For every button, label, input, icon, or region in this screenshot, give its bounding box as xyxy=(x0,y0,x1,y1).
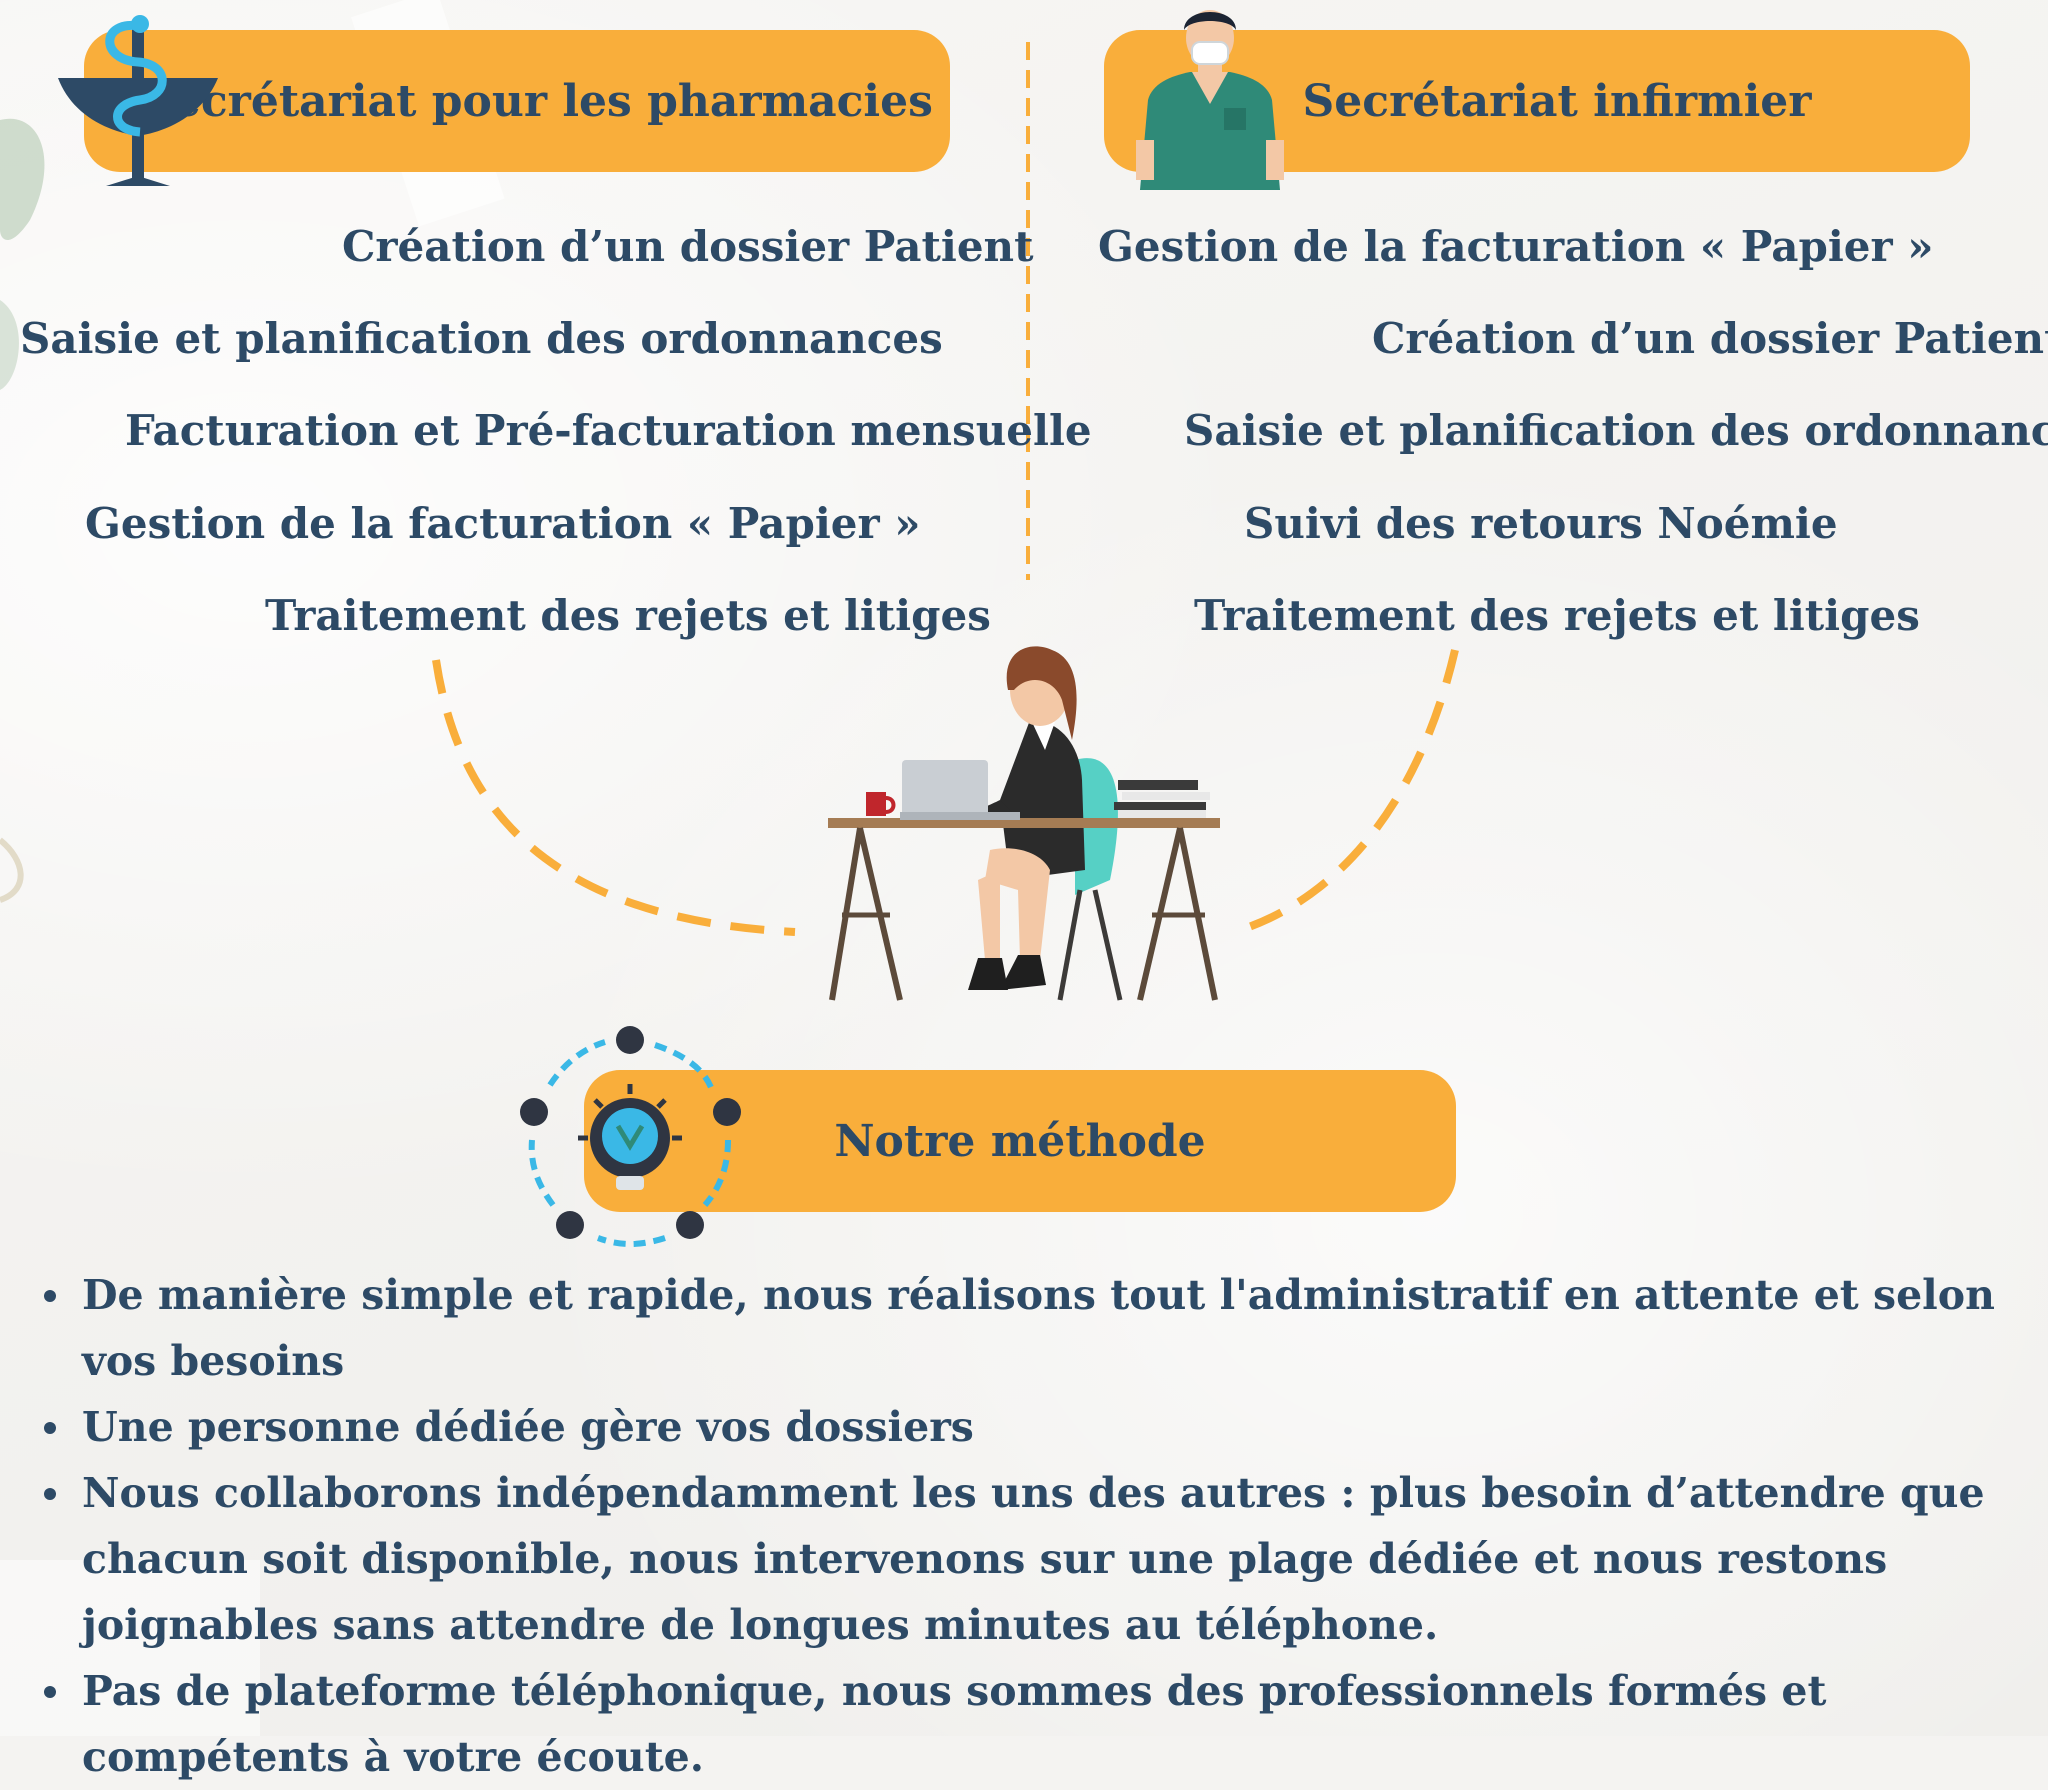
pharmacies-item: Facturation et Pré-facturation mensuelle xyxy=(125,406,1092,455)
lightbulb-cycle-icon xyxy=(520,1026,741,1247)
right-curve xyxy=(1232,649,1459,936)
pharmacies-item: Création d’un dossier Patient xyxy=(342,222,1034,271)
decor-ring xyxy=(0,837,24,903)
paper-decor xyxy=(0,1560,260,1736)
infirmier-item: Suivi des retours Noémie xyxy=(1244,499,1838,548)
nurse-icon xyxy=(1136,10,1284,190)
secretary-illustration xyxy=(828,646,1220,1001)
pharmacies-item: Gestion de la facturation « Papier » xyxy=(85,499,921,548)
methode-list: De manière simple et rapide, nous réalis… xyxy=(40,1262,2040,1790)
infirmier-item: Gestion de la facturation « Papier » xyxy=(1098,222,1934,271)
desk-worker-icon xyxy=(828,646,1220,1001)
methode-point: Pas de plateforme téléphonique, nous som… xyxy=(40,1658,2040,1790)
methode-icon-layer xyxy=(520,1026,741,1247)
pharmacies-item: Saisie et planification des ordonnances xyxy=(20,314,943,363)
methode-point: De manière simple et rapide, nous réalis… xyxy=(40,1262,2040,1394)
pharmacies-title: Secrétariat pour les pharmacies xyxy=(141,75,933,127)
nurse-icon-layer xyxy=(1136,10,1284,190)
pharmacy-icon-layer xyxy=(58,15,218,186)
pharmacies-header: Secrétariat pour les pharmacies xyxy=(84,30,950,172)
infirmier-item: Traitement des rejets et litiges xyxy=(1194,591,1920,640)
infirmier-item: Saisie et planification des ordonnances xyxy=(1184,406,2048,455)
left-curve xyxy=(432,659,796,936)
leaf-decor xyxy=(0,300,19,390)
infirmier-title: Secrétariat infirmier xyxy=(1302,75,1812,127)
methode-point: Une personne dédiée gère vos dossiers xyxy=(40,1394,2040,1460)
methode-point: Nous collaborons indépendamment les uns … xyxy=(40,1460,2040,1658)
caduceus-icon xyxy=(58,15,218,186)
infirmier-item: Création d’un dossier Patient xyxy=(1372,314,2048,363)
leaf-decor xyxy=(0,118,45,240)
connector-lines xyxy=(432,42,1459,936)
pharmacies-item: Traitement des rejets et litiges xyxy=(265,591,991,640)
methode-title: Notre méthode xyxy=(834,1115,1206,1167)
